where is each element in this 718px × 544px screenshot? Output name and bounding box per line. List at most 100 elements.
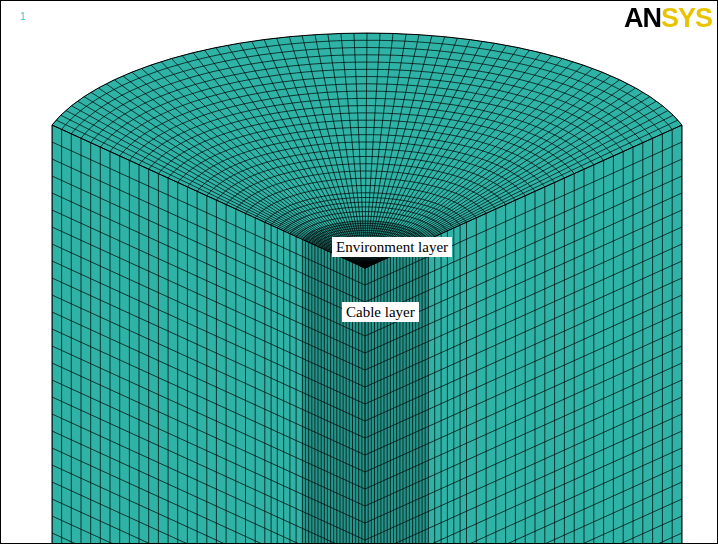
mesh-vertical — [81, 138, 82, 544]
mesh-vertical — [535, 191, 536, 544]
mesh-vertical — [525, 196, 526, 544]
mesh-vertical — [613, 156, 614, 544]
mesh-row — [52, 142, 365, 285]
mesh-vertical — [333, 254, 334, 544]
mesh-vertical — [466, 222, 467, 544]
mesh-vertical — [177, 183, 178, 544]
mesh-vertical — [187, 187, 188, 544]
mesh-row — [365, 448, 682, 544]
mesh-radial — [71, 106, 365, 268]
mesh-radial — [365, 36, 432, 268]
mesh-vertical — [197, 191, 198, 544]
mesh-radial — [66, 110, 365, 268]
mesh-vertical — [399, 252, 400, 544]
mesh-vertical — [495, 209, 496, 544]
mesh-row — [52, 465, 365, 544]
mesh-row — [52, 329, 365, 472]
mesh-radial — [91, 92, 365, 268]
figure-number: 1 — [20, 11, 26, 22]
mesh-vertical — [129, 160, 130, 544]
mesh-radial — [328, 34, 365, 268]
mesh-row — [365, 278, 682, 421]
mesh-vertical — [564, 178, 565, 544]
mesh-radial — [341, 33, 365, 268]
mesh-vertical — [271, 225, 272, 544]
mesh-radial — [315, 35, 365, 268]
mesh-vertical — [390, 257, 391, 544]
face-edge — [52, 125, 365, 268]
mesh-vertical — [441, 234, 442, 544]
mesh-vertical — [393, 255, 394, 544]
mesh-row — [365, 533, 682, 544]
mesh-row — [52, 346, 365, 489]
mesh-row — [365, 482, 682, 544]
mesh-radial — [123, 76, 365, 268]
mesh-row — [365, 159, 682, 302]
mesh-vertical — [158, 174, 159, 544]
mesh-vertical — [425, 241, 426, 544]
mesh-vertical — [216, 200, 217, 544]
mesh-row — [52, 312, 365, 455]
mesh-vertical — [318, 247, 319, 544]
mesh-vertical — [486, 213, 487, 544]
mesh-radial — [84, 97, 365, 268]
mesh-row — [52, 210, 365, 353]
mesh-vertical — [71, 134, 72, 544]
mesh-row — [52, 363, 365, 506]
mesh-row — [52, 431, 365, 544]
mesh-row — [52, 295, 365, 438]
mesh-vertical — [235, 209, 236, 544]
mesh-vertical — [61, 129, 62, 544]
mesh-radial — [365, 53, 541, 268]
mesh-row — [365, 312, 682, 455]
mesh-vertical — [110, 152, 111, 544]
mesh-radial — [365, 33, 367, 268]
mesh-vertical — [139, 165, 140, 544]
mesh-vertical — [574, 174, 575, 544]
mesh-vertical — [330, 252, 331, 544]
mesh-vertical — [308, 242, 309, 544]
mesh-vertical — [255, 218, 256, 544]
mesh-vertical — [422, 242, 423, 544]
mesh-row — [52, 244, 365, 387]
mesh-radial — [365, 48, 518, 269]
mesh-vertical — [343, 258, 344, 544]
mesh-row — [52, 380, 365, 523]
mesh-radial — [289, 37, 365, 268]
mesh-row — [52, 278, 365, 421]
mesh-radial — [193, 53, 365, 268]
mesh-vertical — [434, 237, 435, 544]
mesh-radial — [354, 33, 365, 268]
mesh-vertical — [327, 251, 328, 544]
mesh-row — [365, 465, 682, 544]
mesh-vertical — [289, 234, 290, 544]
mesh-row — [52, 397, 365, 540]
mesh-vertical — [296, 237, 297, 544]
mesh-vertical — [662, 134, 663, 544]
mesh-vertical — [642, 143, 643, 544]
mesh-radial — [204, 50, 365, 268]
mesh-row — [365, 414, 682, 544]
mesh-row — [52, 227, 365, 370]
mesh-vertical — [460, 225, 461, 544]
mesh-vertical — [321, 248, 322, 544]
mesh-vertical — [406, 249, 407, 544]
mesh-radial — [365, 40, 470, 269]
mesh-vertical — [554, 183, 555, 544]
mesh-lines — [52, 33, 682, 544]
mesh-row — [365, 431, 682, 544]
mesh-vertical — [283, 231, 284, 544]
mesh-vertical — [277, 228, 278, 544]
mesh-vertical — [264, 222, 265, 544]
mesh-row — [52, 533, 365, 544]
mesh-row — [52, 176, 365, 319]
mesh-radial — [56, 120, 365, 268]
mesh-row — [365, 210, 682, 353]
mesh-row — [52, 193, 365, 336]
mesh-row — [52, 516, 365, 544]
layer-label: Environment layer — [332, 237, 452, 257]
mesh-vertical — [672, 129, 673, 544]
mesh-row — [52, 159, 365, 302]
mesh-radial — [61, 115, 365, 268]
software-logo: ANSYS — [624, 3, 712, 33]
